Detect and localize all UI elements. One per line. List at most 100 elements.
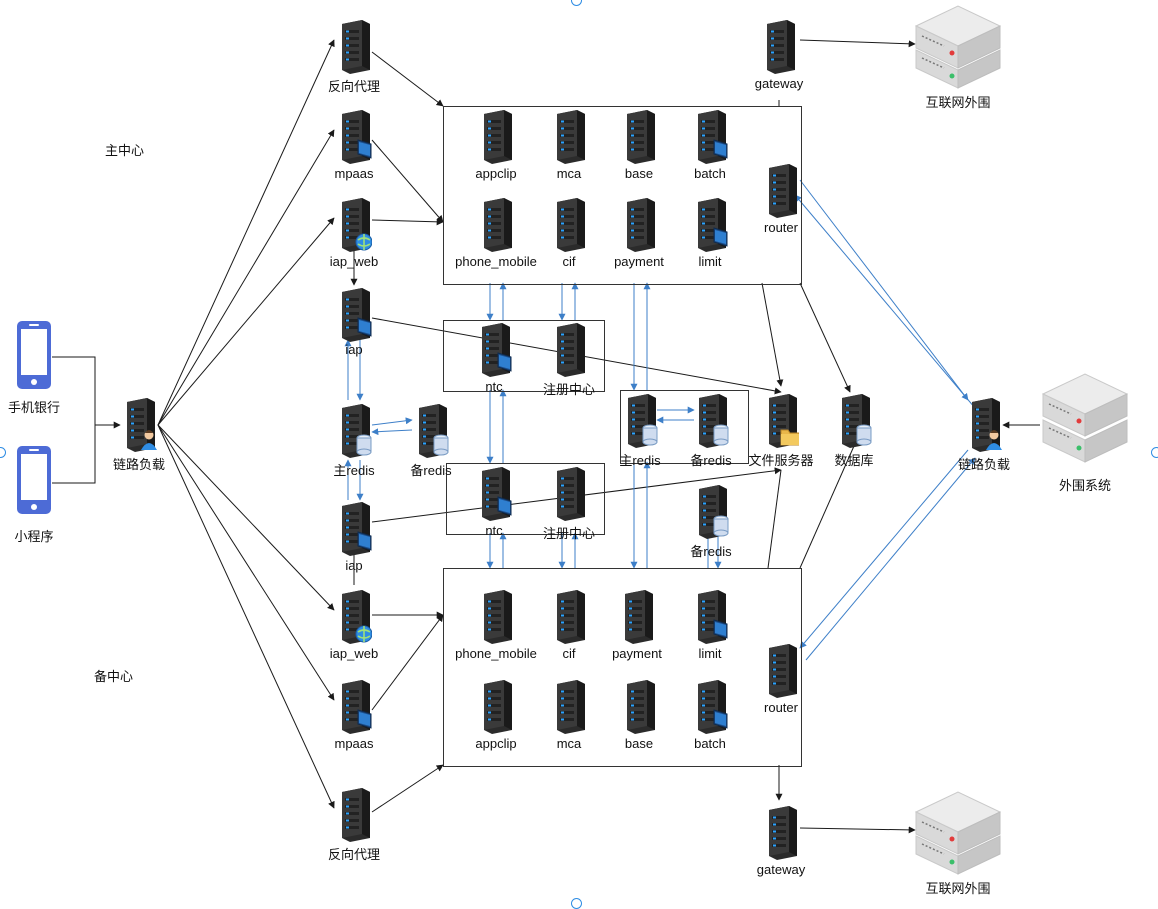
- internet-bottom-label: 互联网外围: [925, 881, 991, 896]
- bc-svc-batch-label: batch: [694, 736, 726, 751]
- primary-center-label: 主中心: [105, 143, 145, 158]
- primary-ntc-box: [443, 320, 605, 392]
- lb-fanout-line-1: [157, 129, 335, 426]
- pc-svc-phone-mobile-label: phone_mobile: [455, 254, 537, 269]
- server-icon: [698, 590, 728, 644]
- server-icon: [769, 806, 797, 860]
- router-to-lb-right-a: [799, 179, 969, 401]
- bc-iap-web-label: iap_web: [329, 646, 379, 661]
- pc-ntc-label: ntc: [485, 379, 503, 394]
- server-icon: [557, 680, 585, 734]
- bc-proxy-to-box: [371, 764, 444, 813]
- shared-redis-slave-label: 备redis: [690, 453, 732, 468]
- lb-left-label: 链路负载: [112, 457, 165, 472]
- bc-svc-cif-label: cif: [562, 646, 576, 661]
- lb-fanout-line-2: [157, 217, 335, 426]
- bc-registry-label: 注册中心: [542, 526, 595, 541]
- server-icon: [769, 164, 797, 218]
- server-icon: [769, 394, 799, 448]
- server-icon: [769, 644, 797, 698]
- mini-to-lb: [52, 424, 120, 484]
- server-icon: [557, 198, 585, 252]
- server-icon: [342, 680, 372, 734]
- pc-mpaas-label: mpaas: [334, 166, 374, 181]
- server-icon: [972, 398, 1002, 452]
- pc-svc-limit-label: limit: [698, 254, 722, 269]
- mobile-bank-label: 手机银行: [7, 400, 60, 415]
- pc-svc-batch-label: batch: [694, 166, 726, 181]
- internet-top-label: 互联网外围: [925, 95, 991, 110]
- server-icon: [342, 590, 372, 644]
- server-icon: [699, 485, 729, 539]
- pc-redis-master-label: 主redis: [333, 463, 375, 478]
- bc-svc-mca-label: mca: [556, 736, 582, 751]
- server-icon: [342, 110, 372, 164]
- bc-svc-phone-mobile-label: phone_mobile: [455, 646, 537, 661]
- server-icon: [557, 467, 585, 521]
- server-icon: [482, 467, 512, 521]
- server-icon: [625, 590, 653, 644]
- server-icon: [342, 288, 372, 342]
- pc-gateway-to-internet: [799, 39, 916, 48]
- backup-services-box: [443, 568, 802, 767]
- server-icon: [628, 394, 658, 448]
- bc-svc-payment-label: payment: [612, 646, 662, 661]
- pc-gateway-label: gateway: [754, 76, 804, 91]
- lb-fanout-line-5: [157, 424, 335, 809]
- file-server-label: 文件服务器: [748, 453, 814, 468]
- bc-box-to-db: [799, 445, 855, 569]
- server-icon: [699, 394, 729, 448]
- redis-sync-a: [371, 417, 413, 426]
- pc-iapweb-to-box: [371, 218, 444, 226]
- server-icon: [698, 110, 728, 164]
- rack-server-icon: [1041, 373, 1129, 463]
- server-icon: [342, 788, 370, 842]
- server-icon: [557, 110, 585, 164]
- pc-svc-base-label: base: [624, 166, 654, 181]
- server-icon: [627, 198, 655, 252]
- server-icon: [419, 404, 449, 458]
- server-icon: [557, 590, 585, 644]
- pc-svc-payment-label: payment: [614, 254, 664, 269]
- bc-box-to-file: [767, 469, 782, 569]
- server-icon: [557, 323, 585, 377]
- pc-svc-appclip-label: appclip: [475, 166, 517, 181]
- lb-fanout-line-3: [157, 424, 335, 611]
- bc-mpaas-to-box: [371, 614, 444, 711]
- bc-gateway-label: gateway: [756, 862, 806, 877]
- server-icon: [482, 323, 512, 377]
- primary-services-box: [443, 106, 802, 285]
- pc-proxy-to-box: [371, 51, 444, 107]
- server-icon: [484, 680, 512, 734]
- bc-iap-label: iap: [345, 558, 363, 573]
- external-systems-label: 外围系统: [1058, 478, 1111, 493]
- bc-svc-base-label: base: [624, 736, 654, 751]
- server-icon: [484, 590, 512, 644]
- lb-fanout-line-0: [157, 39, 335, 426]
- pc-svc-mca-label: mca: [556, 166, 582, 181]
- pc-router-label: router: [764, 220, 798, 235]
- pc-redis-slave-label: 备redis: [410, 463, 452, 478]
- lb-right-to-router-b: [805, 457, 976, 661]
- pc-iap-label: iap: [345, 342, 363, 357]
- shared-redis-master-label: 主redis: [619, 453, 661, 468]
- server-icon: [627, 680, 655, 734]
- bc-redis-slave-label: 备redis: [690, 544, 732, 559]
- server-icon: [484, 198, 512, 252]
- phone-icon: [17, 321, 51, 389]
- rack-server-icon: [914, 5, 1002, 89]
- right-connection-handle[interactable]: [1151, 447, 1158, 458]
- redis-sync-b: [371, 428, 413, 436]
- server-icon: [698, 680, 728, 734]
- server-icon: [767, 20, 795, 74]
- server-icon: [127, 398, 157, 452]
- redis-cluster-box: [620, 390, 749, 464]
- pc-iap-web-label: iap_web: [329, 254, 379, 269]
- server-icon: [842, 394, 872, 448]
- server-icon: [342, 20, 370, 74]
- rack-server-icon: [914, 791, 1002, 875]
- bc-ntc-label: ntc: [485, 523, 503, 538]
- pc-reverse-proxy-label: 反向代理: [327, 79, 380, 94]
- bc-reverse-proxy-label: 反向代理: [327, 847, 380, 862]
